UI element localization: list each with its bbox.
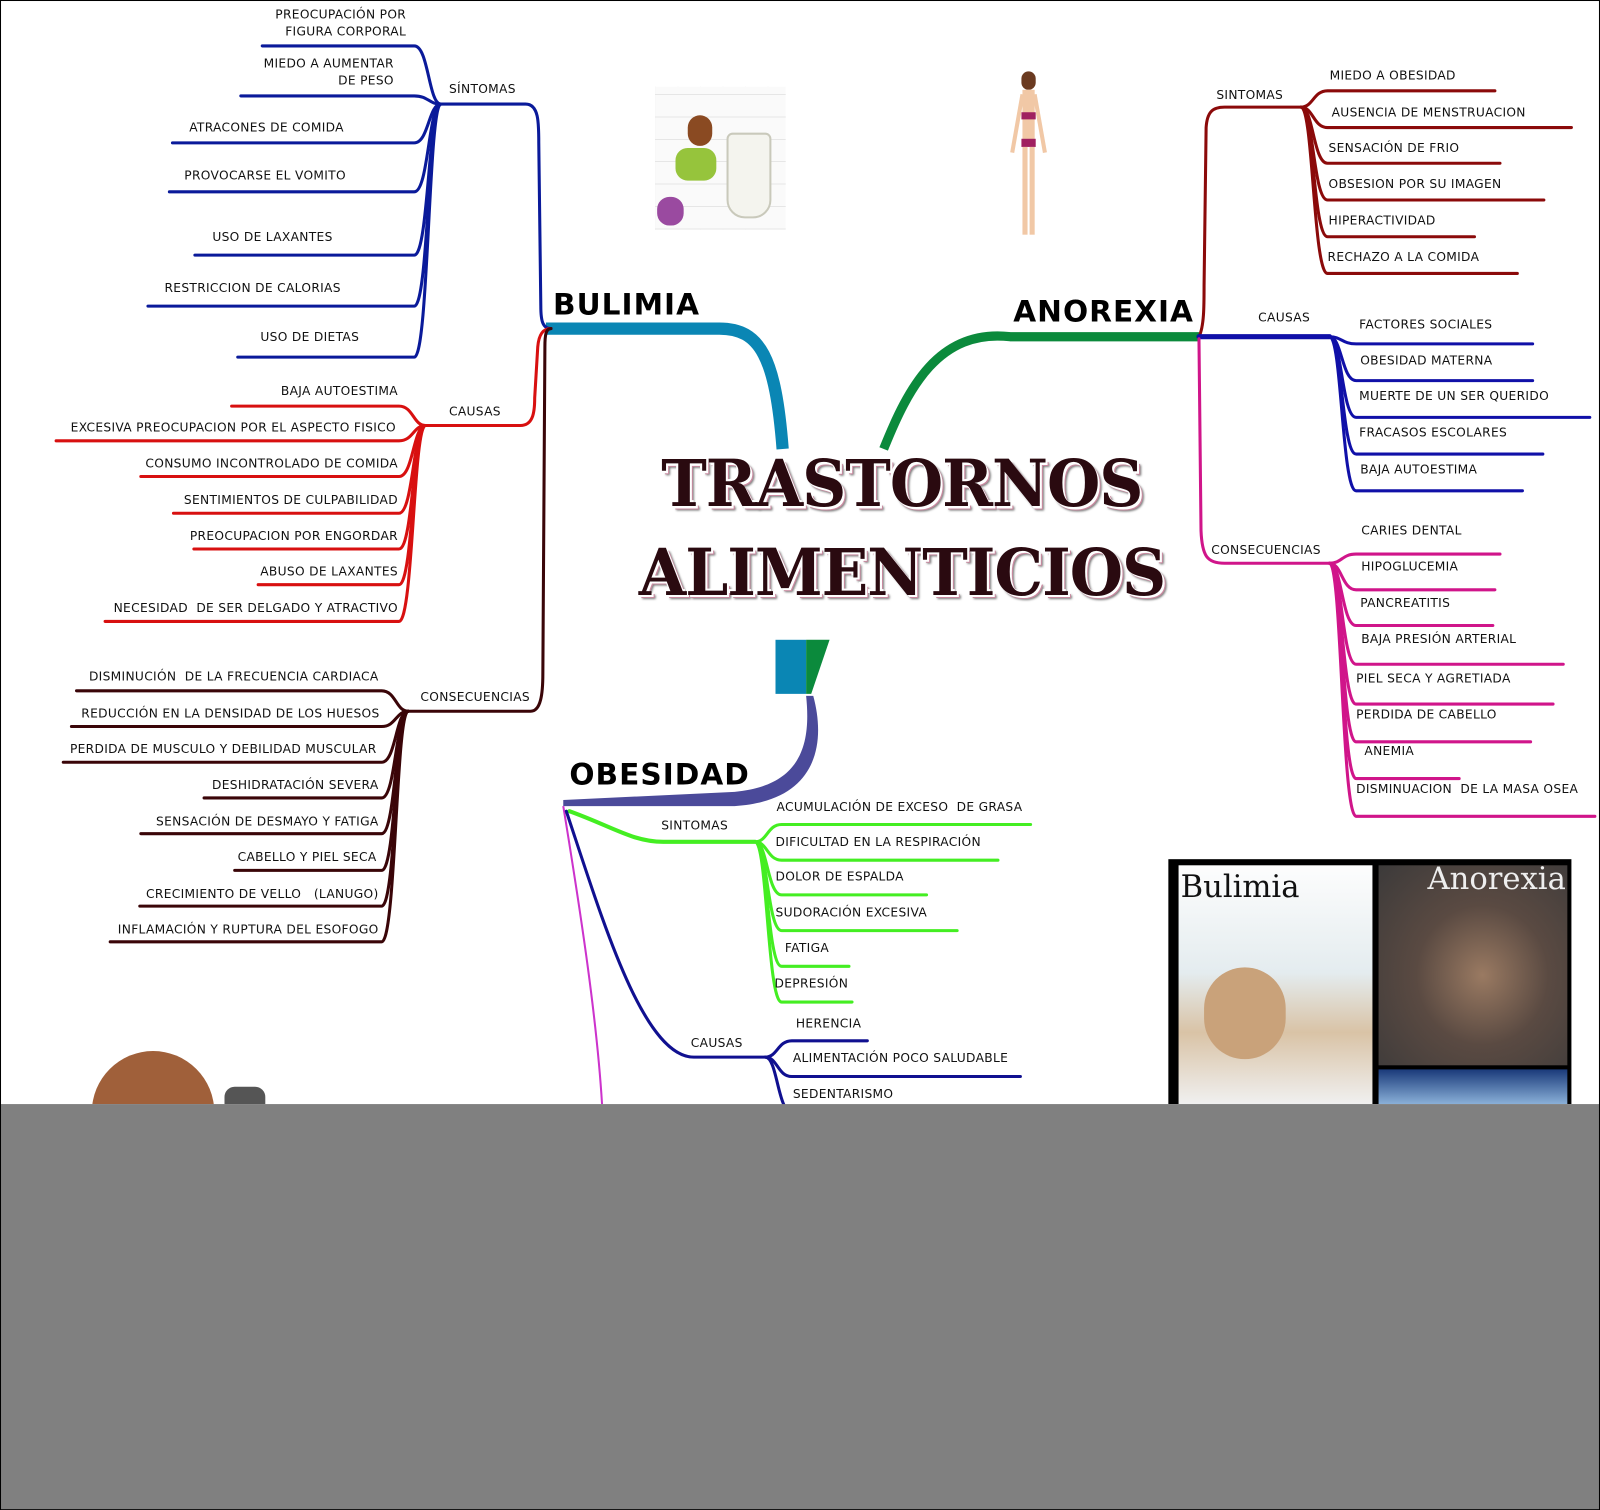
- anorexia-sintomas-item: OBSESION POR SU IMAGEN: [1328, 176, 1502, 191]
- bulimia-heading: BULIMIA: [553, 286, 701, 322]
- obesidad-extra-branch: [562, 805, 604, 1105]
- anorexia-consecuencias-item: PIEL SECA Y AGRETIADA: [1356, 671, 1511, 686]
- bulimia-causas-item: SENTIMIENTOS DE CULPABILIDAD: [183, 492, 398, 508]
- bulimia-causas-item: NECESIDAD DE SER DELGADO Y ATRACTIVO: [113, 601, 398, 616]
- bulimia-consecuencias-leaf-line: [108, 709, 410, 944]
- photo-anorexia-label: Anorexia: [1427, 861, 1566, 897]
- anorexia-causas-leaf-line: [1328, 335, 1535, 346]
- obesidad-sintomas-connector: [567, 809, 758, 844]
- bulimia-causas-item: PREOCUPACION POR ENGORDAR: [189, 528, 398, 543]
- anorexia-main-branch: [879, 331, 1199, 451]
- bulimia-causas-item: CONSUMO INCONTROLADO DE COMIDA: [145, 456, 398, 471]
- bulimia-sintomas-item: USO DE DIETAS: [260, 329, 360, 344]
- anorexia-consecuencias-item: DISMINUACION DE LA MASA OSEA: [1356, 781, 1579, 796]
- bulimia-causas-label: CAUSAS: [448, 404, 501, 419]
- bulimia-photo-panel: [1178, 865, 1373, 1105]
- anorexia-sintomas-item: AUSENCIA DE MENSTRUACION: [1331, 105, 1526, 120]
- title-line-1: TRASTORNOS: [661, 447, 1143, 523]
- bulimia-consecuencias-item: PERDIDA DE MUSCULO Y DEBILIDAD MUSCULAR: [69, 741, 377, 757]
- anorexia-sintomas-leaf-line: [1299, 105, 1519, 275]
- obesidad-sintomas-item: DIFICULTAD EN LA RESPIRACIÓN: [775, 834, 981, 849]
- anorexia-causas-item: FRACASOS ESCOLARES: [1359, 425, 1508, 440]
- anorexia-branch-stub: [806, 639, 830, 694]
- bulimia-consecuencias-item: SENSACIÓN DE DESMAYO Y FATIGA: [156, 814, 379, 829]
- bulimia-illustration: [655, 86, 786, 230]
- title-line-2: ALIMENTICIOS: [638, 535, 1166, 611]
- bulimia-branch-stub: [775, 639, 807, 694]
- bulimia-consecuencias-item: REDUCCIÓN EN LA DENSIDAD DE LOS HUESOS: [81, 706, 380, 721]
- obesidad-causas-item: ALIMENTACIÓN POCO SALUDABLE: [792, 1051, 1009, 1066]
- bulimia-sintomas-label: SÍNTOMAS: [448, 81, 516, 96]
- bulimia-sintomas-item: PREOCUPACIÓN POR FIGURA CORPORAL: [275, 7, 407, 39]
- anorexia-causas-leaf-line: [1328, 335, 1592, 419]
- anorexia-causas-leaf-line: [1328, 335, 1524, 493]
- bulimia-sintomas-item: PROVOCARSE EL VOMITO: [184, 168, 346, 183]
- obesidad-causas-item: HERENCIA: [795, 1016, 862, 1031]
- anorexia-photo-panel: [1378, 865, 1568, 1066]
- obesidad-causas-label: CAUSAS: [690, 1035, 743, 1050]
- bulimia-consecuencias-item: CABELLO Y PIEL SECA: [237, 849, 377, 865]
- anorexia-consecuencias-connector: [1197, 337, 1332, 565]
- anorexia-sintomas-connector: [1197, 105, 1303, 339]
- photo-bottom-panel: [1378, 1069, 1568, 1105]
- anorexia-consecuencias-item: PANCREATITIS: [1360, 595, 1451, 611]
- anorexia-consecuencias-item: ANEMIA: [1360, 743, 1415, 759]
- obesidad-sintomas-item: DEPRESIÓN: [774, 976, 849, 991]
- bulimia-consecuencias-connector: [406, 327, 553, 713]
- anorexia-consecuencias-item: BAJA PRESIÓN ARTERIAL: [1361, 631, 1517, 646]
- gray-overlay: [0, 1104, 1600, 1510]
- bulimia-sintomas-connector: [439, 102, 553, 331]
- obesidad-causas-item: SEDENTARISMO: [792, 1086, 894, 1102]
- anorexia-consecuencias-leaf-line: [1328, 561, 1597, 818]
- bulimia-causas-connector: [423, 327, 553, 428]
- obesidad-heading: OBESIDAD: [569, 757, 750, 792]
- bulimia-anorexia-photo: Bulimia Anorexia: [1168, 859, 1572, 1105]
- anorexia-consecuencias-item: CARIES DENTAL: [1361, 523, 1462, 538]
- anorexia-causas-item: FACTORES SOCIALES: [1359, 317, 1493, 332]
- anorexia-illustration: [1000, 69, 1057, 237]
- bulimia-sintomas-leaf-line: [260, 44, 443, 106]
- anorexia-sintomas-item: HIPERACTIVIDAD: [1328, 213, 1436, 228]
- anorexia-causas-item: OBESIDAD MATERNA: [1360, 353, 1493, 368]
- cartoon-illustration: [20, 1046, 306, 1105]
- bulimia-sintomas-item: USO DE LAXANTES: [212, 229, 333, 244]
- bulimia-consecuencias-item: DESHIDRATACIÓN SEVERA: [211, 777, 379, 792]
- anorexia-sintomas-item: MIEDO A OBESIDAD: [1329, 68, 1456, 83]
- anorexia-consecuencias-leaf-line: [1328, 561, 1565, 666]
- anorexia-causas-item: BAJA AUTOESTIMA: [1360, 462, 1478, 477]
- obesidad-sintomas-item: ACUMULACIÓN DE EXCESO DE GRASA: [776, 799, 1023, 815]
- anorexia-sintomas-item: RECHAZO A LA COMIDA: [1327, 249, 1480, 265]
- anorexia-sintomas-item: SENSACIÓN DE FRIO: [1328, 140, 1460, 156]
- obesidad-sintomas-item: DOLOR DE ESPALDA: [775, 869, 904, 884]
- bulimia-causas-item: ABUSO DE LAXANTES: [260, 564, 398, 579]
- bulimia-causas-item: BAJA AUTOESTIMA: [280, 383, 398, 398]
- bulimia-consecuencias-item: CRECIMIENTO DE VELLO (LANUGO): [146, 886, 379, 902]
- obesidad-sintomas-item: SUDORACIÓN EXCESIVA: [775, 905, 928, 920]
- bulimia-sintomas-item: RESTRICCION DE CALORIAS: [164, 280, 341, 295]
- anorexia-sintomas-label: SINTOMAS: [1216, 87, 1284, 103]
- bulimia-sintomas-item: ATRACONES DE COMIDA: [189, 120, 344, 135]
- anorexia-consecuencias-item: PERDIDA DE CABELLO: [1356, 707, 1497, 722]
- bulimia-sintomas-item: MIEDO A AUMENTAR DE PESO: [263, 56, 394, 88]
- obesidad-causas-connector: [564, 809, 767, 1059]
- anorexia-consecuencias-item: HIPOGLUCEMIA: [1361, 559, 1459, 574]
- obesidad-sintomas-item: FATIGA: [776, 940, 830, 956]
- bulimia-causas-item: EXCESIVA PREOCUPACION POR EL ASPECTO FIS…: [70, 420, 396, 435]
- anorexia-heading: ANOREXIA: [1013, 293, 1194, 329]
- bulimia-consecuencias-label: CONSECUENCIAS: [420, 689, 530, 705]
- bulimia-consecuencias-item: DISMINUCIÓN DE LA FRECUENCIA CARDIACA: [88, 669, 379, 684]
- bulimia-sintomas-leaf-line: [239, 94, 443, 106]
- bulimia-consecuencias-item: INFLAMACIÓN Y RUPTURA DEL ESOFOGO: [117, 922, 379, 937]
- photo-bulimia-label: Bulimia: [1180, 869, 1300, 906]
- bulimia-main-branch: [545, 322, 789, 450]
- anorexia-consecuencias-label: CONSECUENCIAS: [1211, 542, 1321, 558]
- bulimia-causas-leaf-line: [103, 423, 428, 623]
- obesidad-sintomas-label: SINTOMAS: [661, 818, 729, 833]
- bulimia-sintomas-leaf-line: [236, 102, 443, 359]
- anorexia-causas-label: CAUSAS: [1258, 310, 1311, 325]
- obesidad-sintomas-leaf-line: [753, 840, 854, 1004]
- anorexia-causas-item: MUERTE DE UN SER QUERIDO: [1359, 388, 1550, 404]
